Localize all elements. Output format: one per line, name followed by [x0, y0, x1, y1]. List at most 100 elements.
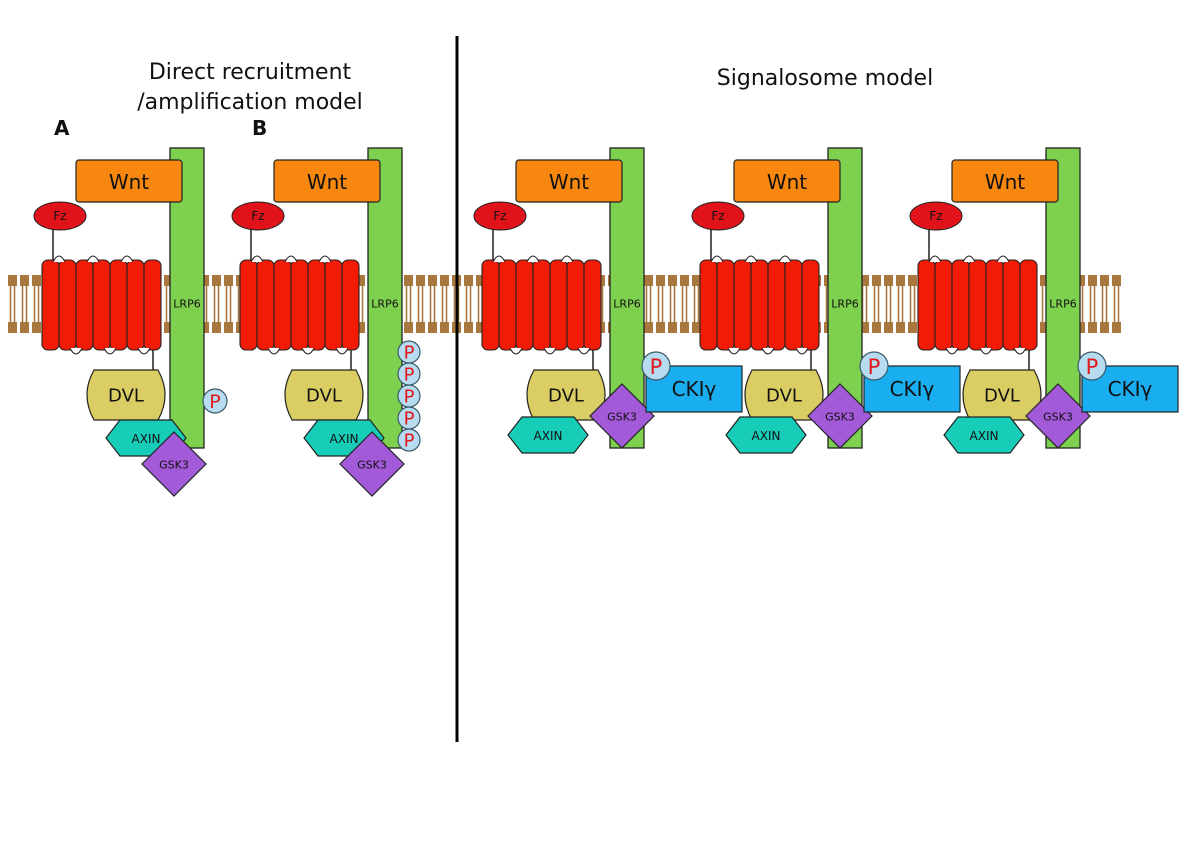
tm-loop	[710, 255, 724, 263]
lipid-head	[1100, 275, 1109, 286]
axin-label: AXIN	[330, 432, 359, 446]
gsk3-protein: GSK3	[807, 383, 873, 449]
gsk3-protein: GSK3	[589, 383, 655, 449]
tm-helix	[968, 259, 987, 351]
phospho-badge: P	[641, 351, 671, 381]
tm-loop	[69, 347, 83, 355]
tm-loop	[103, 347, 117, 355]
phospho-circle	[202, 388, 228, 414]
dvl-protein: DVL	[86, 369, 166, 421]
panel-label-b: B	[252, 116, 268, 140]
tm-helix	[239, 259, 258, 351]
lipid-head	[896, 275, 905, 286]
gsk3-label: GSK3	[159, 459, 189, 472]
lipid-head	[224, 275, 233, 286]
tm-loop	[318, 255, 332, 263]
lipid-head	[656, 322, 665, 333]
lipid-head	[692, 275, 701, 286]
tm-helix	[307, 259, 326, 351]
wnt-label: Wnt	[109, 170, 149, 194]
tm-helix	[41, 259, 60, 351]
dvl-label: DVL	[306, 386, 342, 407]
phospho-circle	[859, 351, 889, 381]
axin-protein: AXIN	[507, 416, 589, 454]
left-title-line1: Direct recruitment	[148, 60, 352, 85]
tm-helix	[699, 259, 718, 351]
phospho-circle	[1077, 351, 1107, 381]
frizzled-7tm-domain	[699, 255, 820, 355]
tm-loop	[727, 347, 741, 355]
frizzled-7tm-domain	[481, 255, 602, 355]
lipid-head	[356, 275, 365, 286]
tm-loop	[543, 347, 557, 355]
lipid-head	[680, 322, 689, 333]
tm-helix	[1019, 259, 1038, 351]
phospho-label: P	[868, 355, 881, 379]
tm-loop	[52, 255, 66, 263]
tm-helix	[750, 259, 769, 351]
tm-loop	[250, 255, 264, 263]
axin-shape	[507, 416, 589, 454]
gsk3-shape	[141, 431, 207, 497]
dvl-label: DVL	[984, 386, 1020, 407]
tm-helix	[801, 259, 820, 351]
frizzled-cap: Fz	[473, 201, 527, 231]
lipid-head	[668, 322, 677, 333]
dvl-protein: DVL	[744, 369, 824, 421]
lrp6-label: LRP6	[613, 298, 640, 311]
wnt-shape	[515, 159, 623, 203]
frizzled-7tm-domain	[239, 255, 360, 355]
tm-loop	[778, 255, 792, 263]
panel-label-a: A	[54, 116, 70, 140]
lrp6-label: LRP6	[173, 298, 200, 311]
lipid-head	[884, 322, 893, 333]
tm-helix	[934, 259, 953, 351]
lipid-head	[428, 275, 437, 286]
tm-loop	[86, 255, 100, 263]
tm-loop	[761, 347, 775, 355]
gsk3-label: GSK3	[825, 411, 855, 424]
frizzled-cap: Fz	[231, 201, 285, 231]
axin-label: AXIN	[752, 429, 781, 443]
lipid-head	[668, 275, 677, 286]
phospho-label: P	[404, 409, 415, 430]
axin-label: AXIN	[970, 429, 999, 443]
lrp6-label: LRP6	[1049, 298, 1076, 311]
axin-shape	[943, 416, 1025, 454]
lipid-head	[1088, 322, 1097, 333]
tm-loop	[577, 347, 591, 355]
lipid-head	[416, 322, 425, 333]
fz-label: Fz	[929, 209, 942, 223]
tm-loop	[795, 347, 809, 355]
tm-loop	[137, 347, 151, 355]
wnt-ligand: Wnt	[75, 159, 183, 203]
phospho-badge: P	[397, 406, 421, 430]
tm-helix	[273, 259, 292, 351]
gsk3-protein: GSK3	[141, 431, 207, 497]
lipid-head	[212, 275, 221, 286]
tm-loop	[284, 255, 298, 263]
phospho-badge: P	[1077, 351, 1107, 381]
phospho-label: P	[209, 391, 220, 413]
tm-helix	[917, 259, 936, 351]
tm-helix	[716, 259, 735, 351]
ckig-label: CKIγ	[890, 377, 935, 401]
phospho-badge: P	[397, 340, 421, 364]
phospho-label: P	[404, 387, 415, 408]
lipid-head	[1100, 322, 1109, 333]
tm-helix	[324, 259, 343, 351]
lipid-head	[20, 275, 29, 286]
tm-loop	[744, 255, 758, 263]
lipid-head	[32, 275, 41, 286]
fz-shape	[909, 201, 963, 231]
tm-loop	[509, 347, 523, 355]
phospho-label: P	[1086, 355, 1099, 379]
lipid-head	[1040, 275, 1049, 286]
lipid-head	[416, 275, 425, 286]
axin-protein: AXIN	[725, 416, 807, 454]
dvl-label: DVL	[108, 386, 144, 407]
lipid-head	[404, 275, 413, 286]
